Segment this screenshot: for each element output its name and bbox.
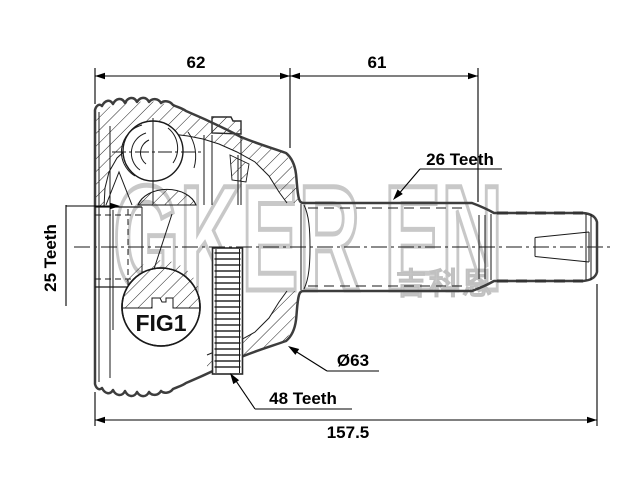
abs-ring-band [211,247,244,375]
label-26-teeth: 26 Teeth [426,150,494,169]
abs-ring-section-tab [211,116,242,135]
dim-157-5-label: 157.5 [327,423,370,442]
dimension-61: 61 [290,53,479,202]
fig1-leader-line [153,213,173,270]
cage-arc [187,131,197,169]
cage-section [229,154,250,183]
shaft-neck-groove [303,204,311,290]
label-25-teeth: 25 Teeth [41,224,60,292]
dim-61-label: 61 [368,53,387,72]
dimension-157-5: 157.5 [94,284,598,442]
label-diameter-63: Ø63 [337,351,369,370]
race-inner-contour-top [103,133,288,208]
fig1-label: FIG1 [135,310,186,336]
fig1-key-profile [123,297,199,309]
label-48-teeth: 48 Teeth [269,389,337,408]
fig1-detail: FIG1 [121,213,201,347]
callout-48-teeth: 48 Teeth [230,373,352,410]
watermark-cjk-text: 吉科恩 [396,268,495,301]
part-outline [93,96,599,398]
ball-detail [112,118,202,204]
dim-62-label: 62 [187,53,206,72]
center-socket [534,231,590,263]
inner-spline-groove [105,170,133,206]
outer-race-and-shaft-outline [93,96,599,398]
dimension-62: 62 [94,53,291,148]
callout-diameter-63: Ø63 [288,346,379,372]
callout-26-teeth: 26 Teeth [393,150,502,200]
callout-25-teeth: 25 Teeth [41,202,120,306]
shaft-details [300,204,592,290]
